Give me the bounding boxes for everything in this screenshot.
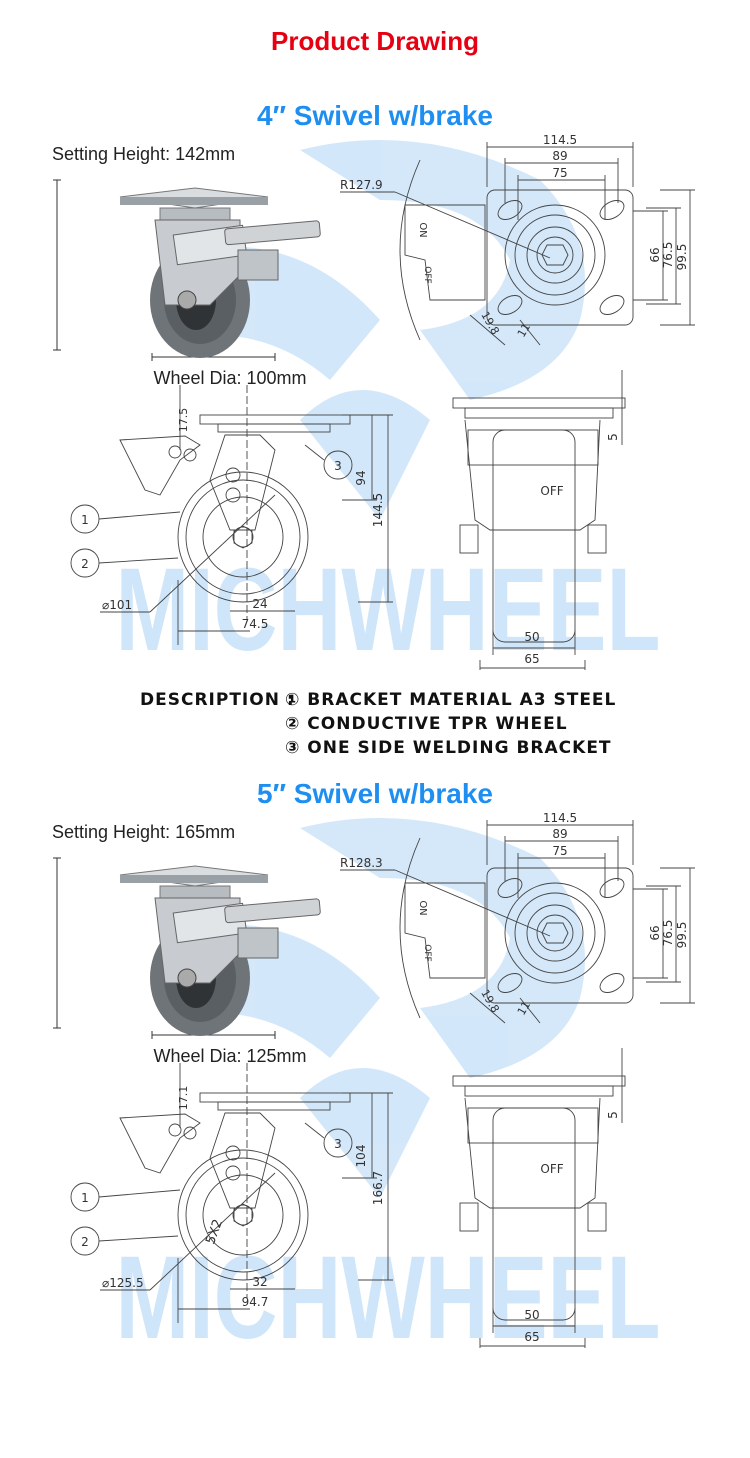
callout-1: 1	[81, 513, 89, 527]
callout-3: 3	[334, 1137, 342, 1151]
dimension-label: 74.5	[242, 617, 269, 631]
wheel-diameter-label: Wheel Dia:	[153, 368, 242, 388]
dimension-label: 99.5	[675, 922, 689, 949]
dimension-label: 66	[648, 247, 662, 262]
side-view	[70, 385, 393, 645]
front-view	[452, 370, 626, 670]
dimension-label: 114.5	[543, 133, 577, 147]
technical-drawing: R127.9 114.5 89 75 66 76.5 99.5 19.8 11 …	[53, 133, 695, 670]
setting-height-line	[53, 857, 276, 1039]
brake-on-label: ON	[417, 900, 428, 915]
dimension-label: 76.5	[661, 920, 675, 947]
dimension-label: 89	[552, 827, 567, 841]
setting-height: Setting Height: 165mm	[52, 822, 235, 843]
wheel-diameter: Wheel Dia: 100mm	[120, 368, 340, 389]
dimension-label: 76.5	[661, 242, 675, 269]
dimension-label: 65	[524, 652, 539, 666]
brake-off-label: OFF	[540, 484, 563, 498]
dimension-label: ⌀101	[102, 598, 132, 612]
setting-height-value: 165mm	[175, 822, 236, 842]
brake-off-label: OFF	[422, 944, 432, 961]
top-view	[340, 820, 695, 1024]
page-title: Product Drawing	[270, 26, 479, 56]
caster-photo	[119, 865, 321, 1036]
section-4in-swivel: R127.9 114.5 89 75 66 76.5 99.5 19.8 11 …	[0, 100, 750, 780]
description-label: DESCRIPTION :	[140, 690, 295, 710]
dimension-label: 99.5	[675, 244, 689, 271]
brake-off-label: OFF	[540, 1162, 563, 1176]
section-heading: 5″ Swivel w/brake	[257, 778, 493, 809]
dimension-label: ⌀125.5	[102, 1276, 144, 1290]
dimension-label: 11	[515, 321, 533, 340]
dimension-label: 5	[606, 1111, 620, 1119]
dimension-label: 17.1	[177, 1086, 190, 1111]
wheel-diameter: Wheel Dia: 125mm	[120, 1046, 340, 1067]
tread-mark: 5X2	[203, 1217, 226, 1246]
setting-height-label: Setting Height:	[52, 822, 171, 842]
dimension-label: 19.8	[478, 987, 502, 1015]
dimension-label: 17.5	[177, 408, 190, 433]
callout-2: 2	[81, 557, 89, 571]
setting-height-line	[53, 179, 276, 361]
dimension-label: 66	[648, 925, 662, 940]
callout-1: 1	[81, 1191, 89, 1205]
dimension-label: 65	[524, 1330, 539, 1344]
brake-off-label: OFF	[422, 266, 432, 283]
technical-drawing: R128.3 114.5 89 75 66 76.5 99.5 19.8 11 …	[53, 811, 695, 1348]
radius-label: R127.9	[340, 178, 383, 192]
callout-3: 3	[334, 459, 342, 473]
callout-2: 2	[81, 1235, 89, 1249]
side-view	[70, 1063, 393, 1323]
section-5in-swivel: R128.3 114.5 89 75 66 76.5 99.5 19.8 11 …	[0, 778, 750, 1458]
dimension-label: 166.7	[371, 1171, 385, 1205]
dimension-label: 32	[252, 1275, 267, 1289]
description-item: ① BRACKET MATERIAL A3 STEEL	[285, 690, 617, 710]
dimension-label: 5	[606, 433, 620, 441]
description-item: ② CONDUCTIVE TPR WHEEL	[285, 714, 568, 734]
dimension-label: 75	[552, 166, 567, 180]
radius-label: R128.3	[340, 856, 383, 870]
top-view	[340, 142, 695, 346]
setting-height-label: Setting Height:	[52, 144, 171, 164]
caster-photo	[119, 187, 321, 358]
dimension-label: 89	[552, 149, 567, 163]
dimension-label: 144.5	[371, 493, 385, 527]
description: DESCRIPTION :① BRACKET MATERIAL A3 STEEL…	[140, 690, 616, 762]
dimension-label: 50	[524, 630, 539, 644]
dimension-label: 94.7	[242, 1295, 269, 1309]
wheel-diameter-label: Wheel Dia:	[153, 1046, 242, 1066]
setting-height: Setting Height: 142mm	[52, 144, 235, 165]
dimension-label: 94	[354, 470, 368, 485]
wheel-diameter-value: 125mm	[246, 1046, 307, 1066]
front-view	[452, 1048, 626, 1348]
brake-on-label: ON	[417, 222, 428, 237]
dimension-label: 11	[515, 999, 533, 1018]
dimension-label: 104	[354, 1145, 368, 1168]
dimension-label: 50	[524, 1308, 539, 1322]
dimension-label: 114.5	[543, 811, 577, 825]
dimension-label: 24	[252, 597, 267, 611]
setting-height-value: 142mm	[175, 144, 236, 164]
dimension-label: 19.8	[478, 309, 502, 337]
section-heading: 4″ Swivel w/brake	[257, 100, 493, 131]
wheel-diameter-value: 100mm	[246, 368, 307, 388]
dimension-label: 75	[552, 844, 567, 858]
description-item: ③ ONE SIDE WELDING BRACKET	[285, 738, 612, 758]
